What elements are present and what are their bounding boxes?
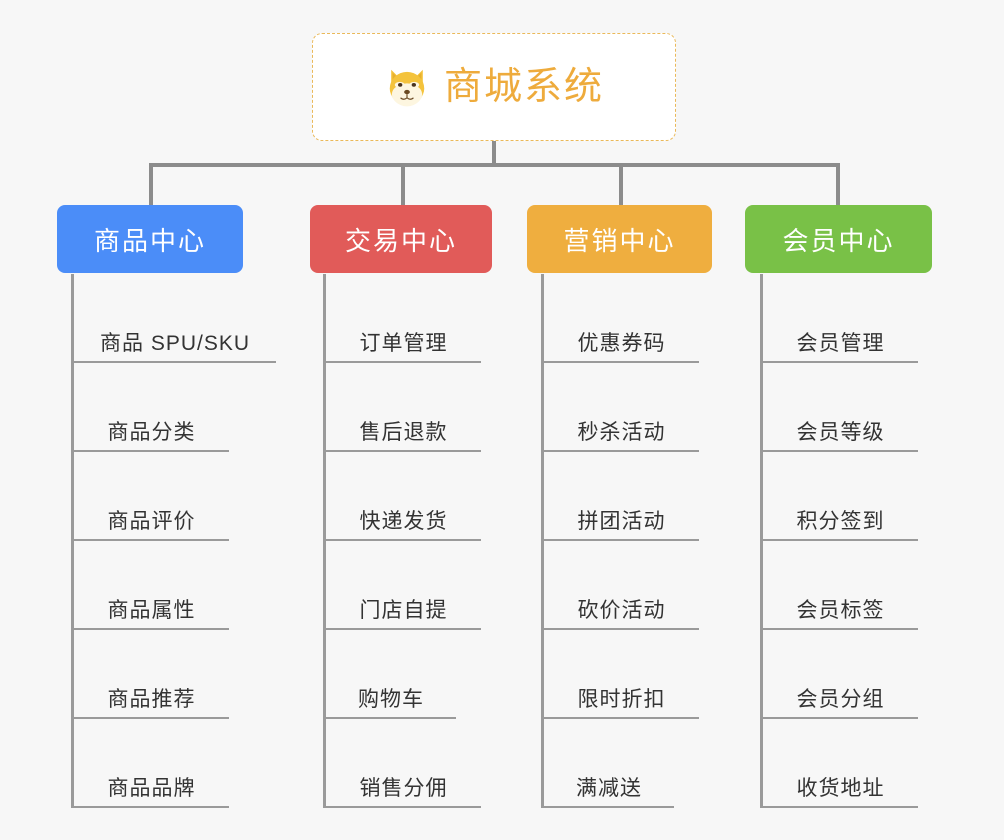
leaf-item[interactable]: 商品品牌 [74,719,229,808]
leaf-item[interactable]: 砍价活动 [544,541,699,630]
leaf-item[interactable]: 限时折扣 [544,630,699,719]
category-label-1: 商品中心 [93,225,206,256]
leaf-item[interactable]: 会员标签 [763,541,918,630]
leaf-item-label: 商品属性 [107,598,196,622]
leaf-item-label: 商品分类 [107,420,196,444]
shiba-dog-icon [389,69,425,107]
leaf-item-label: 收货地址 [796,776,885,800]
leaf-item[interactable]: 商品评价 [74,452,229,541]
leaf-item[interactable]: 拼团活动 [544,452,699,541]
connector-drop-3 [619,163,623,207]
leaf-item-label: 快递发货 [359,509,448,533]
leaf-item-label: 订单管理 [359,331,448,355]
leaf-item[interactable]: 满减送 [544,719,674,808]
leaf-item-label: 门店自提 [359,598,448,622]
leaf-spine-2 [323,274,326,808]
leaf-item-label: 会员等级 [796,420,885,444]
root-node-title: 商城系统 [443,66,604,108]
leaf-item-label: 购物车 [358,687,424,711]
leaf-item-label: 商品评价 [107,509,196,533]
category-box-2[interactable]: 交易中心 [310,205,492,273]
leaf-item-label: 秒杀活动 [577,420,666,444]
leaf-item[interactable]: 优惠券码 [544,274,699,363]
leaf-item[interactable]: 购物车 [326,630,456,719]
leaf-item[interactable]: 商品 SPU/SKU [74,274,276,363]
leaf-item-label: 拼团活动 [577,509,666,533]
leaf-item-label: 会员管理 [796,331,885,355]
category-label-3: 营销中心 [563,225,676,256]
category-box-3[interactable]: 营销中心 [527,205,712,273]
leaf-item-label: 满减送 [576,776,642,800]
connector-root-stem [492,141,496,165]
leaf-item-label: 商品推荐 [107,687,196,711]
category-label-2: 交易中心 [344,225,457,256]
leaf-item-label: 砍价活动 [577,598,666,622]
leaf-spine-3 [541,274,544,808]
leaf-item[interactable]: 会员分组 [763,630,918,719]
leaf-item-label: 会员标签 [796,598,885,622]
category-label-4: 会员中心 [782,225,895,256]
connector-drop-4 [836,163,840,207]
leaf-column-4: 会员管理 会员等级 积分签到 会员标签 会员分组 收货地址 [760,274,920,808]
leaf-item[interactable]: 收货地址 [763,719,918,808]
leaf-item[interactable]: 快递发货 [326,452,481,541]
leaf-item[interactable]: 会员管理 [763,274,918,363]
leaf-spine-1 [71,274,74,808]
leaf-item[interactable]: 商品分类 [74,363,229,452]
connector-horizontal-bus [149,163,837,167]
leaf-item-label: 限时折扣 [577,687,666,711]
connector-drop-2 [401,163,405,207]
root-node-商城系统[interactable]: 商城系统 [312,33,676,141]
leaf-item[interactable]: 订单管理 [326,274,481,363]
leaf-item[interactable]: 销售分佣 [326,719,481,808]
leaf-item[interactable]: 门店自提 [326,541,481,630]
connector-drop-1 [149,163,153,207]
leaf-item-label: 销售分佣 [359,776,448,800]
leaf-item[interactable]: 积分签到 [763,452,918,541]
leaf-item[interactable]: 会员等级 [763,363,918,452]
leaf-item-label: 会员分组 [796,687,885,711]
leaf-column-2: 订单管理 售后退款 快递发货 门店自提 购物车 销售分佣 [323,274,483,808]
leaf-item[interactable]: 秒杀活动 [544,363,699,452]
leaf-item-label: 售后退款 [359,420,448,444]
leaf-column-1: 商品 SPU/SKU 商品分类 商品评价 商品属性 商品推荐 商品品牌 [71,274,276,808]
leaf-item[interactable]: 商品推荐 [74,630,229,719]
leaf-item[interactable]: 商品属性 [74,541,229,630]
leaf-item[interactable]: 售后退款 [326,363,481,452]
leaf-item-label: 积分签到 [796,509,885,533]
leaf-item-label: 商品品牌 [107,776,196,800]
leaf-spine-4 [760,274,763,808]
leaf-column-3: 优惠券码 秒杀活动 拼团活动 砍价活动 限时折扣 满减送 [541,274,701,808]
leaf-item-label: 商品 SPU/SKU [99,331,251,355]
category-box-4[interactable]: 会员中心 [745,205,932,273]
category-box-1[interactable]: 商品中心 [57,205,243,273]
leaf-item-label: 优惠券码 [577,331,666,355]
